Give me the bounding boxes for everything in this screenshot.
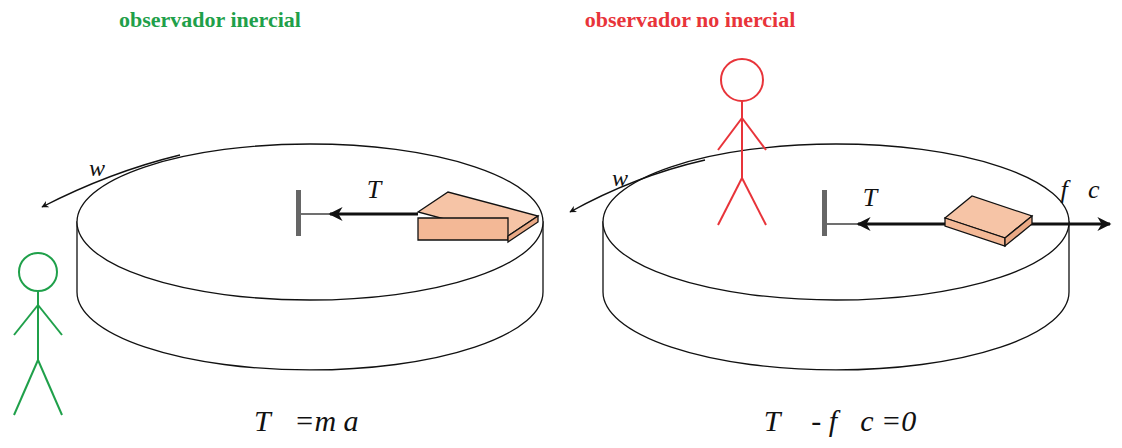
force-label: T⃗	[367, 176, 402, 205]
rotation-arrow	[570, 160, 705, 212]
observer-figure	[718, 59, 766, 225]
string	[301, 213, 330, 214]
block	[418, 192, 538, 242]
rotation-arrow	[42, 155, 180, 207]
tension-arrow	[330, 213, 418, 216]
force-label: f⃗c	[1061, 176, 1100, 205]
centrifugal-arrow	[1030, 223, 1110, 226]
block	[945, 196, 1032, 246]
angular-velocity-label: w	[612, 165, 628, 191]
rotating-disk	[603, 144, 1069, 370]
angular-velocity-label: w	[89, 155, 105, 181]
observer-title: observador no inercial	[585, 8, 796, 32]
rotating-disk	[77, 144, 543, 370]
tension-arrow	[858, 223, 945, 226]
string	[827, 223, 858, 224]
equation: T⃗=m a⃗	[254, 404, 382, 437]
force-label: T⃗	[863, 184, 898, 213]
post	[296, 190, 301, 236]
observer-figure	[14, 253, 62, 415]
observer-title: observador inercial	[119, 8, 301, 32]
post	[822, 190, 827, 236]
equation: T⃗ - f⃗c =0	[764, 404, 917, 437]
